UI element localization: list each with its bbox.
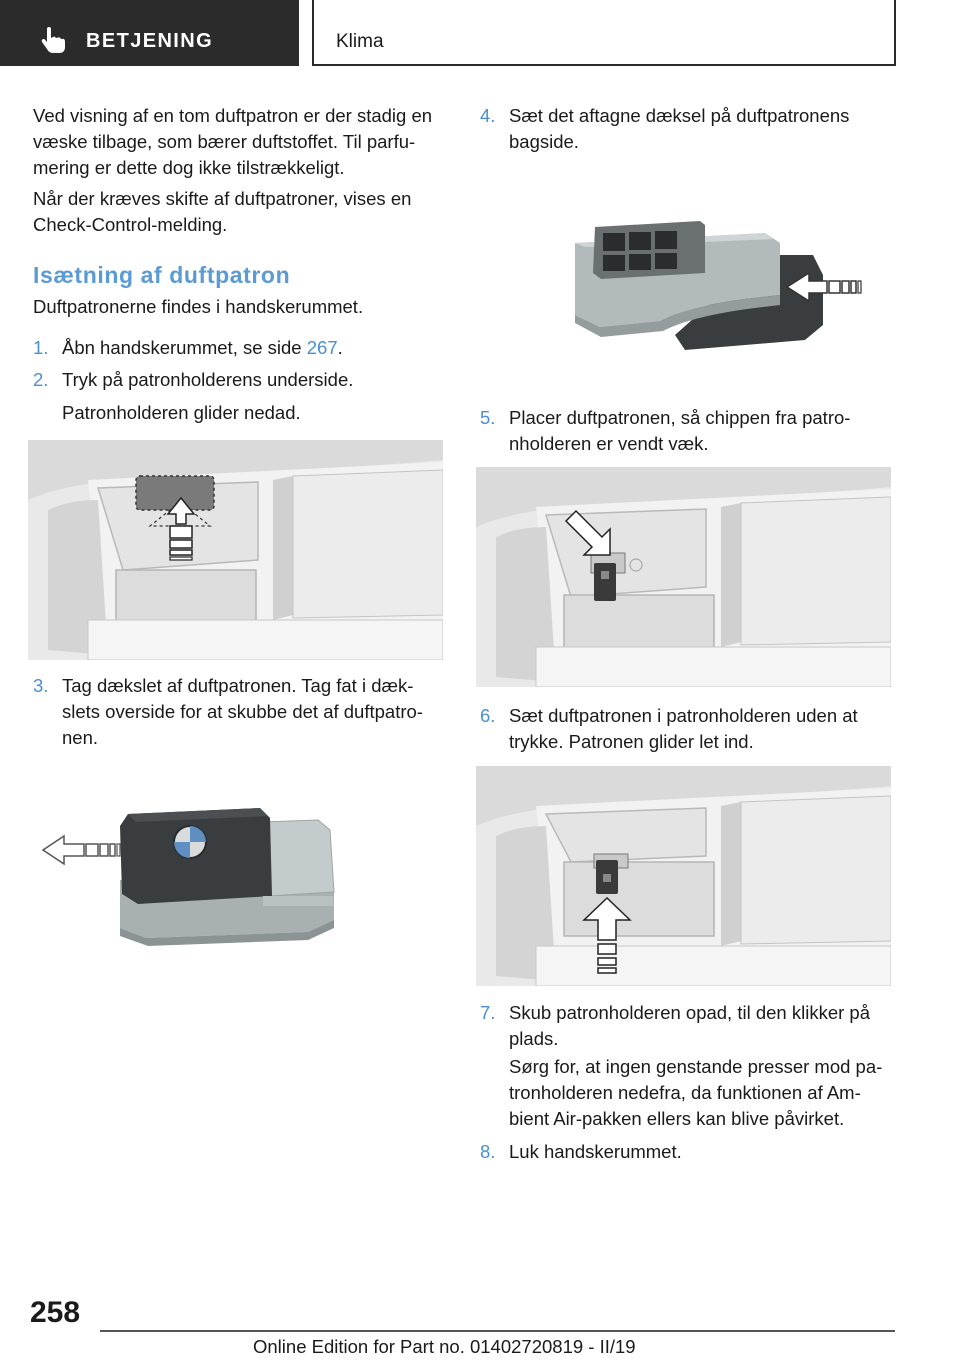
- step-number: 8.: [480, 1141, 496, 1162]
- figure-glovebox-press-holder: [28, 440, 443, 660]
- step-number: 1.: [33, 337, 49, 358]
- hand-pointer-icon: [41, 27, 65, 53]
- text-line: Sørg for, at ingen genstande presser mod…: [509, 1056, 883, 1077]
- step-6-text: Sæt duftpatronen i patronholderen uden a…: [509, 703, 858, 755]
- text-line: Placer duftpatronen, så chippen fra patr…: [509, 407, 851, 428]
- step-5-text: Placer duftpatronen, så chippen fra patr…: [509, 405, 850, 457]
- step-2-text: Tryk på patronholderens underside.: [62, 369, 354, 390]
- step-2-subtext: Patronholderen glider nedad.: [62, 402, 301, 423]
- text-line: trykke. Patronen glider let ind.: [509, 731, 754, 752]
- text-line: nholderen er vendt væk.: [509, 433, 709, 454]
- section-title: BETJENING: [86, 30, 214, 52]
- page-link[interactable]: 267: [306, 337, 338, 358]
- glovebox-illustration: [476, 467, 891, 687]
- text-line: plads.: [509, 1028, 559, 1049]
- text-line: Sæt det aftagne dæksel på duftpatronens: [509, 105, 850, 126]
- step-8-text: Luk handskerummet.: [509, 1141, 682, 1162]
- text-line: bient Air-pakken ellers kan blive påvirk…: [509, 1108, 845, 1129]
- intro-paragraph-2: Når der kræves skifte af duftpatroner, v…: [33, 186, 411, 238]
- cartridge-back-illustration: [575, 221, 862, 350]
- page-number: 258: [30, 1296, 81, 1329]
- text-line: Tag dækslet af duftpatronen. Tag fat i d…: [62, 675, 414, 696]
- text-line: Skub patronholderen opad, til den klikke…: [509, 1002, 870, 1023]
- step-text: Åbn handskerummet, se side: [62, 337, 307, 358]
- text-line: væske tilbage, som bærer duftstoffet. Ti…: [33, 131, 416, 152]
- step-7-text: Skub patronholderen opad, til den klikke…: [509, 1000, 870, 1052]
- topic-title: Klima: [336, 31, 384, 52]
- footer-edition: Online Edition for Part no. 01402720819 …: [253, 1336, 636, 1357]
- text-line: mering er dette dog ikke tilstrækkeligt.: [33, 157, 345, 178]
- cartridge-illustration: [41, 808, 335, 946]
- text-line: Check-Control-melding.: [33, 214, 228, 235]
- text-line: Ved visning af en tom duftpatron er der …: [33, 105, 433, 126]
- text-line: nen.: [62, 727, 99, 748]
- step-number: 4.: [480, 105, 496, 126]
- step-number: 5.: [480, 407, 496, 428]
- lead-text: Duftpatronerne findes i handskerummet.: [33, 296, 364, 317]
- step-number: 6.: [480, 705, 496, 726]
- figure-push-holder-up: [476, 766, 891, 986]
- step-number: 7.: [480, 1002, 496, 1023]
- figure-cartridge-remove-cover: [38, 800, 338, 950]
- header-section-tab: BETJENING: [0, 0, 299, 66]
- step-3-text: Tag dækslet af duftpatronen. Tag fat i d…: [62, 673, 423, 751]
- text-line: bagside.: [509, 131, 579, 152]
- step-number: 2.: [33, 369, 49, 390]
- header-topic-box: Klima: [312, 0, 896, 66]
- step-4-text: Sæt det aftagne dæksel på duftpatronens …: [509, 103, 849, 155]
- text-line: tronholderen nedefra, da funktionen af A…: [509, 1082, 861, 1103]
- glovebox-illustration: [476, 766, 891, 986]
- figure-place-cartridge: [476, 467, 891, 687]
- step-1-text: Åbn handskerummet, se side 267.: [62, 335, 343, 361]
- punctuation: .: [337, 337, 343, 358]
- step-number: 3.: [33, 675, 49, 696]
- figure-cover-on-back: [565, 215, 865, 360]
- step-7-subtext: Sørg for, at ingen genstande presser mod…: [509, 1054, 882, 1132]
- glovebox-illustration: [28, 440, 443, 660]
- text-line: slets overside for at skubbe det af duft…: [62, 701, 423, 722]
- footer-divider: [100, 1330, 895, 1332]
- section-heading: Isætning af duftpatron: [33, 262, 291, 288]
- text-line: Når der kræves skifte af duftpatroner, v…: [33, 188, 412, 209]
- intro-paragraph-1: Ved visning af en tom duftpatron er der …: [33, 103, 432, 181]
- text-line: Sæt duftpatronen i patronholderen uden a…: [509, 705, 858, 726]
